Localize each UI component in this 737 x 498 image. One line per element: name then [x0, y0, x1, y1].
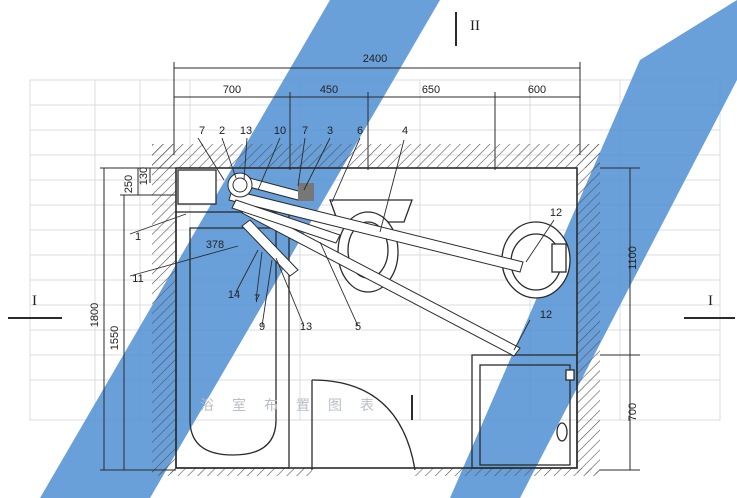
- callout-5: 5: [355, 321, 361, 333]
- top-dimension-chain: [173, 62, 581, 170]
- callout-13b: 13: [300, 321, 312, 333]
- section-mark-right: I: [708, 293, 713, 309]
- svg-text:表: 表: [360, 398, 374, 414]
- svg-text:置: 置: [296, 398, 310, 414]
- callout-2: 2: [219, 125, 225, 137]
- right-lower-dimension: 700: [627, 403, 639, 421]
- svg-text:布: 布: [264, 398, 278, 414]
- bathtub: [175, 211, 290, 469]
- left-dimension-lines: [100, 167, 176, 471]
- callout-11: 11: [132, 273, 143, 285]
- callout-4: 4: [402, 125, 408, 137]
- water-heater: [177, 169, 217, 205]
- callout-3: 3: [327, 125, 333, 137]
- callout-12a: 12: [550, 207, 562, 219]
- left-top-dimension-a: 250: [123, 175, 135, 193]
- callout-12b: 12: [540, 309, 552, 321]
- right-upper-dimension: 1100: [627, 246, 639, 270]
- washbasin: [501, 221, 571, 299]
- svg-text:图: 图: [328, 398, 342, 414]
- watermark-characters: 浴 室 布 置 图 表: [200, 397, 374, 414]
- callout-9: 9: [259, 321, 265, 333]
- callout-leaders: [129, 137, 555, 351]
- callout-7b: 7: [302, 125, 308, 137]
- callout-13a: 13: [240, 125, 252, 137]
- shower-tray: [471, 354, 578, 469]
- callout-1: 1: [135, 231, 141, 243]
- segment-dimension-4: 600: [528, 84, 546, 96]
- left-top-dimension-b: 130: [138, 167, 150, 185]
- section-mark-left: I: [32, 293, 37, 309]
- pipe-bundles: [227, 172, 524, 357]
- callout-14: 14: [228, 289, 240, 301]
- overall-width-dimension: 2400: [363, 53, 387, 65]
- door: [311, 379, 416, 471]
- left-inner-dimension: 1550: [109, 326, 121, 350]
- segment-dimension-2: 450: [320, 84, 338, 96]
- callout-7a: 7: [199, 125, 205, 137]
- valve-block: [298, 183, 314, 201]
- segment-dimension-3: 650: [422, 84, 440, 96]
- svg-text:浴: 浴: [200, 398, 214, 414]
- callout-378: 378: [206, 239, 224, 251]
- callout-7c: 7: [254, 293, 260, 305]
- svg-text:室: 室: [232, 397, 246, 414]
- callout-6: 6: [357, 125, 363, 137]
- segment-dimension-1: 700: [223, 84, 241, 96]
- right-dimension-lines: [600, 167, 640, 471]
- callout-10: 10: [274, 125, 286, 137]
- left-outer-dimension: 1800: [89, 303, 101, 327]
- section-mark-top: II: [470, 18, 480, 34]
